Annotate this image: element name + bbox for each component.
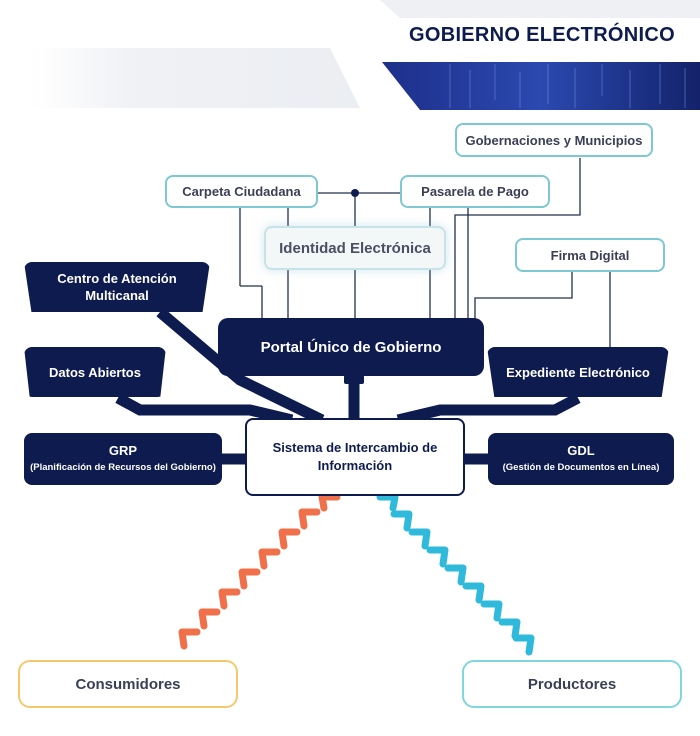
node-firma-digital: Firma Digital	[515, 238, 665, 272]
node-grp: GRP (Planificación de Recursos del Gobie…	[24, 433, 222, 485]
chevron-arrow-from-productores	[390, 510, 413, 532]
node-sistema-intercambio-informacion: Sistema de Intercambio de Información	[245, 418, 465, 496]
chevron-arrow-to-consumidores	[178, 628, 201, 650]
node-label: Gobernaciones y Municipios	[465, 132, 643, 148]
chevron-arrow-to-consumidores	[198, 608, 221, 630]
node-label: Productores	[527, 675, 617, 693]
node-label: Pasarela de Pago	[421, 184, 529, 199]
node-pasarela-de-pago: Pasarela de Pago	[400, 175, 550, 208]
node-portal-unico-gobierno: Portal Único de Gobierno	[218, 318, 484, 376]
node-label: Consumidores	[75, 675, 181, 693]
node-label: GRP	[108, 443, 138, 458]
chevron-arrow-from-productores	[408, 528, 431, 550]
node-label: Expediente Electrónico	[506, 364, 650, 380]
chevron-arrow-from-productores	[498, 618, 521, 640]
node-identidad-electronica: Identidad Electrónica	[264, 226, 446, 270]
chevron-arrow-from-productores	[480, 600, 503, 622]
node-centro-atencion-multicanal: Centro de Atención Multicanal	[24, 262, 210, 312]
node-carpeta-ciudadana: Carpeta Ciudadana	[165, 175, 318, 208]
chevron-arrow-from-productores	[444, 564, 467, 586]
node-label: Firma Digital	[550, 247, 630, 263]
node-label: Portal Único de Gobierno	[260, 338, 442, 356]
chevron-arrow-from-productores	[376, 493, 399, 512]
junction-dot	[351, 189, 359, 197]
chevron-arrow-to-consumidores	[278, 528, 301, 550]
chevron-arrow-to-consumidores	[258, 548, 281, 570]
node-label: Datos Abiertos	[49, 364, 141, 380]
node-label: GDL	[567, 443, 595, 458]
chevron-arrow-to-consumidores	[238, 568, 261, 590]
chevron-arrow-to-consumidores	[318, 493, 341, 512]
chevron-arrow-from-productores	[426, 546, 449, 568]
node-sublabel: (Gestión de Documentos en Línea)	[502, 462, 660, 473]
page-title: GOBIERNO ELECTRÓNICO	[408, 24, 675, 46]
node-label: Centro de Atención Multicanal	[57, 271, 177, 303]
node-productores: Productores	[462, 660, 682, 708]
node-label: Sistema de Intercambio de Información	[272, 440, 438, 473]
node-sublabel: (Planificación de Recursos del Gobierno)	[30, 462, 216, 473]
node-gobernaciones-municipios: Gobernaciones y Municipios	[455, 123, 653, 157]
node-datos-abiertos: Datos Abiertos	[24, 347, 166, 397]
node-label: Identidad Electrónica	[279, 239, 431, 257]
chevron-arrow-from-productores	[512, 634, 535, 656]
chevron-arrow-from-productores	[462, 582, 485, 604]
chevron-arrow-to-consumidores	[298, 508, 321, 530]
node-expediente-electronico: Expediente Electrónico	[487, 347, 669, 397]
node-consumidores: Consumidores	[18, 660, 238, 708]
node-label: Carpeta Ciudadana	[182, 184, 301, 199]
chevron-arrow-to-consumidores	[218, 588, 241, 610]
node-gdl: GDL (Gestión de Documentos en Línea)	[488, 433, 674, 485]
